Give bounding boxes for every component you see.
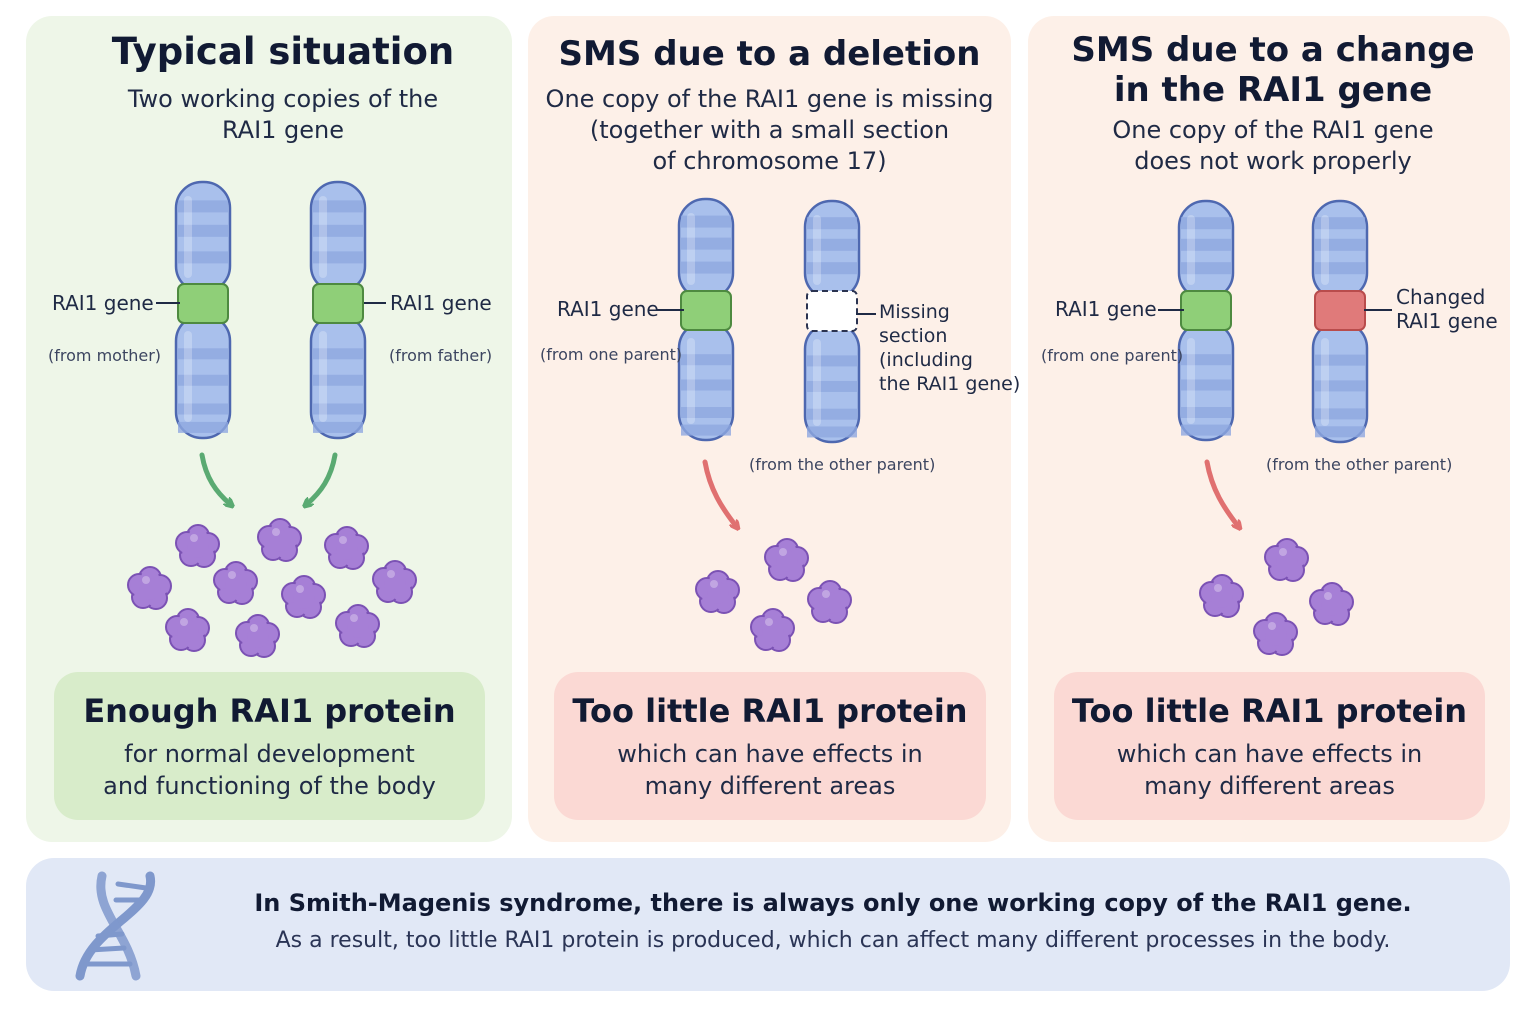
protein-blob-icon — [750, 608, 795, 652]
panel-1-result-text: for normal development and functioning o… — [103, 740, 436, 800]
chromosome-2-left — [677, 197, 735, 442]
protein-blob-icon — [764, 538, 809, 582]
panel-1-subtitle: Two working copies of the RAI1 gene — [127, 85, 439, 144]
panel-2-left-gene-label: RAI1 gene — [557, 297, 659, 321]
panel-3-result-text: which can have effects in many different… — [1116, 740, 1423, 800]
arrow-change-to-protein — [1204, 459, 1238, 526]
protein-blob-icon — [213, 561, 258, 605]
chromosome-3-left-gene — [1180, 290, 1232, 331]
protein-blob-icon — [335, 604, 380, 648]
panel-1-result-title: Enough RAI1 protein — [83, 692, 456, 730]
panel-2-missing-section-label: Missing section (including the RAI1 gene… — [879, 301, 1021, 395]
protein-blob-icon — [324, 526, 369, 570]
panel-3-right-origin-note: (from the other parent) — [1266, 455, 1453, 474]
protein-blob-icon — [1199, 574, 1244, 618]
panel-3-left-origin-note: (from one parent) — [1041, 346, 1184, 365]
panel-3-subtitle: One copy of the RAI1 gene does not work … — [1112, 116, 1434, 175]
panel-3-result-box: Too little RAI1 protein which can have e… — [1054, 672, 1485, 820]
arrow-mother-to-protein — [199, 452, 230, 504]
arrow-deletion-to-protein — [702, 459, 736, 526]
panel-1-result-box: Enough RAI1 protein for normal developme… — [54, 672, 485, 820]
panel-3-changed-gene-label: Changed RAI1 gene — [1396, 285, 1498, 333]
panel-1-left-gene-label: RAI1 gene — [52, 291, 154, 315]
panel-2-left-origin-note: (from one parent) — [540, 345, 683, 364]
panel-3-result-title: Too little RAI1 protein — [1071, 692, 1468, 730]
dna-icon — [75, 871, 156, 981]
footer-line-1: In Smith-Magenis syndrome, there is alwa… — [254, 889, 1412, 917]
panel-2-title: SMS due to a deletion — [558, 34, 981, 74]
panel-1-right-gene-label: RAI1 gene — [390, 291, 492, 315]
footer-summary: In Smith-Magenis syndrome, there is alwa… — [26, 858, 1510, 991]
protein-blob-icon — [175, 524, 220, 568]
panel-1-title: Typical situation — [111, 30, 455, 73]
protein-blob-icon — [695, 570, 740, 614]
panel-2-right-origin-note: (from the other parent) — [749, 455, 936, 474]
chromosome-2-right — [803, 199, 861, 444]
protein-blob-icon — [281, 575, 326, 619]
panel-2-result-box: Too little RAI1 protein which can have e… — [554, 672, 986, 820]
panel-1-right-origin-note: (from father) — [389, 346, 493, 365]
chromosome-2-right-missing-section — [806, 290, 858, 332]
footer-line-2: As a result, too little RAI1 protein is … — [275, 928, 1391, 953]
protein-blob-icon — [1309, 582, 1354, 626]
chromosome-3-right — [1311, 199, 1369, 444]
panel-2-result-text: which can have effects in many different… — [617, 740, 923, 800]
protein-blob-icon — [807, 580, 852, 624]
panel-3-left-gene-label: RAI1 gene — [1055, 297, 1157, 321]
chromosome-father-gene — [312, 283, 364, 324]
panel-3-title: SMS due to a change in the RAI1 gene — [1071, 30, 1475, 110]
protein-blob-icon — [1264, 538, 1309, 582]
panel-2-subtitle: One copy of the RAI1 gene is missing (to… — [545, 85, 994, 175]
protein-blob-icon — [372, 560, 417, 604]
chromosome-mother-gene — [177, 283, 229, 324]
protein-blob-icon — [127, 566, 172, 610]
chromosome-3-right-gene — [1314, 290, 1366, 331]
protein-blob-icon — [1253, 612, 1298, 656]
chromosome-mother — [174, 180, 232, 440]
panel-1-left-origin-note: (from mother) — [48, 346, 162, 365]
protein-blob-icon — [165, 608, 210, 652]
arrow-father-to-protein — [307, 452, 338, 504]
protein-blob-icon — [257, 518, 302, 562]
chromosome-3-left — [1177, 199, 1235, 442]
protein-blob-icon — [235, 614, 280, 658]
chromosome-father — [309, 180, 367, 440]
chromosome-2-left-gene — [680, 290, 732, 331]
panel-2-result-title: Too little RAI1 protein — [572, 692, 968, 730]
